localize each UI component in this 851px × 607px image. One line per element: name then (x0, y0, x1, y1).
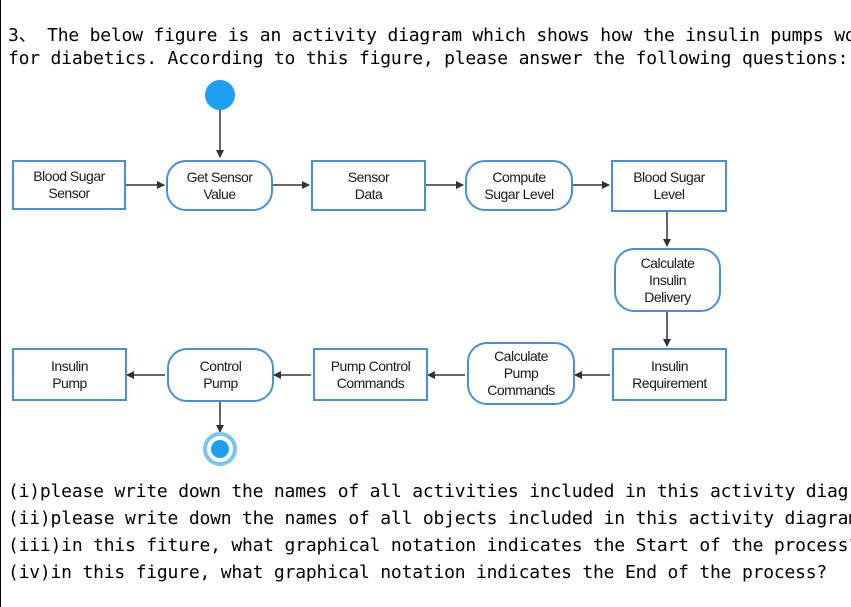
object-sensor-data: Sensor Data (311, 160, 426, 211)
end-node-inner-dot (211, 440, 229, 458)
question-intro-line-1: 3、 The below figure is an activity diagr… (8, 25, 851, 46)
object-blood-sugar-level: Blood Sugar Level (611, 160, 727, 212)
question-iv: (iv)in this figure, what graphical notat… (8, 562, 828, 583)
question-intro-line-2: for diabetics. According to this figure,… (8, 48, 849, 69)
activity-calculate-insulin-delivery: Calculate Insulin Delivery (614, 248, 721, 312)
object-insulin-requirement: Insulin Requirement (612, 348, 727, 401)
question-i: (i)please write down the names of all ac… (8, 481, 851, 502)
left-border-line (0, 0, 1, 607)
object-pump-control-commands: Pump Control Commands (313, 348, 428, 401)
start-node (205, 80, 235, 110)
object-insulin-pump: Insulin Pump (12, 348, 127, 401)
object-blood-sugar-sensor: Blood Sugar Sensor (12, 160, 126, 210)
activity-control-pump: Control Pump (167, 348, 274, 402)
activity-compute-sugar-level: Compute Sugar Level (465, 160, 573, 211)
activity-calculate-pump-commands: Calculate Pump Commands (467, 342, 575, 405)
activity-get-sensor-value: Get Sensor Value (166, 160, 273, 211)
question-iii: (iii)in this fiture, what graphical nota… (8, 535, 851, 556)
question-ii: (ii)please write down the names of all o… (8, 508, 851, 529)
